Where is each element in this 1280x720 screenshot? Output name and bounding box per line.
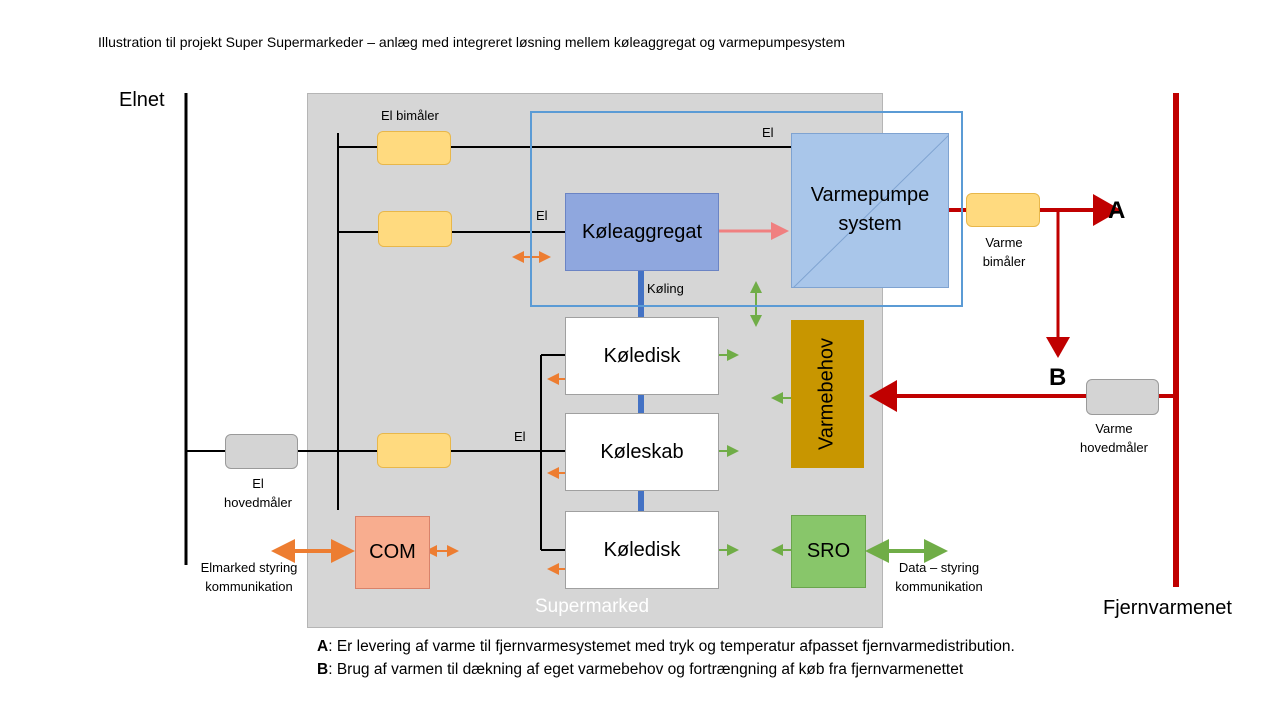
sro-label: SRO [806,540,851,562]
koleskab-box: Køleskab [565,413,719,491]
sro-box: SRO [791,515,866,588]
data-label-2: kommunikation [895,579,983,594]
el-hovedmaaler-meter [225,434,298,469]
el-hovedmaaler-label-2: hovedmåler [224,495,292,510]
el-label-aggregat: El [536,208,548,223]
diagram-title: Illustration til projekt Super Supermark… [98,34,846,50]
el-label-top: El [762,125,774,140]
varme-hovedmaaler-meter [1086,379,1159,415]
varmebehov-label: Varmebehov [815,338,838,450]
varme-hovedmaaler-label-2: hovedmåler [1080,440,1148,455]
el-bimaaler-meter [377,131,451,165]
diagonal-divider [793,135,948,287]
koleskab-label: Køleskab [600,440,684,463]
note-a-text: : Er levering af varme til fjernvarmesys… [328,638,1015,655]
koleaggregat-label: Køleaggregat [581,220,703,243]
varmepumpe-label-2: system [838,213,902,235]
varme-hovedmaaler-label-1: Varme [1095,421,1133,436]
point-b-label: B [1049,364,1067,391]
el-label-cabinets: El [514,429,526,444]
koling-label: Køling [647,281,684,296]
koledisk-box-1: Køledisk [565,317,719,395]
elmarked-label-1: Elmarked styring [200,560,298,575]
koledisk-label-1: Køledisk [603,344,681,367]
fjernvarmenet-label: Fjernvarmenet [1103,597,1232,619]
varmepumpe-label-1: Varmepumpe [810,184,930,206]
supermarked-label: Supermarked [535,596,650,617]
com-box: COM [355,516,430,589]
varme-bimaaler-meter [966,193,1040,227]
koledisk-label-2: Køledisk [603,538,681,561]
note-a-key: A [317,638,329,655]
note-b-text: : Brug af varmen til dækning af eget var… [328,661,964,678]
varme-bimaaler-label-2: bimåler [982,254,1026,269]
note-a: A: Er levering af varme til fjernvarmesy… [317,638,1015,656]
varmebehov-box: Varmebehov [791,320,864,468]
koledisk-box-2: Køledisk [565,511,719,589]
el-meter-koleaggregat [378,211,452,247]
koleaggregat-box: Køleaggregat [565,193,719,271]
com-label: COM [369,541,416,563]
elmarked-label-2: kommunikation [205,579,293,594]
varme-bimaaler-label-1: Varme [985,235,1023,250]
varmepumpe-box: Varmepumpe system [791,133,949,288]
note-b-key: B [317,661,329,678]
elnet-label: Elnet [119,89,165,111]
point-a-label: A [1108,197,1126,224]
note-b: B: Brug af varmen til dækning af eget va… [317,661,963,679]
el-hovedmaaler-label-1: El [252,476,264,491]
integration-frame [530,111,963,307]
el-meter-cabinets [377,433,451,468]
data-label-1: Data – styring [898,560,980,575]
el-bimaaler-label: El bimåler [381,108,439,123]
